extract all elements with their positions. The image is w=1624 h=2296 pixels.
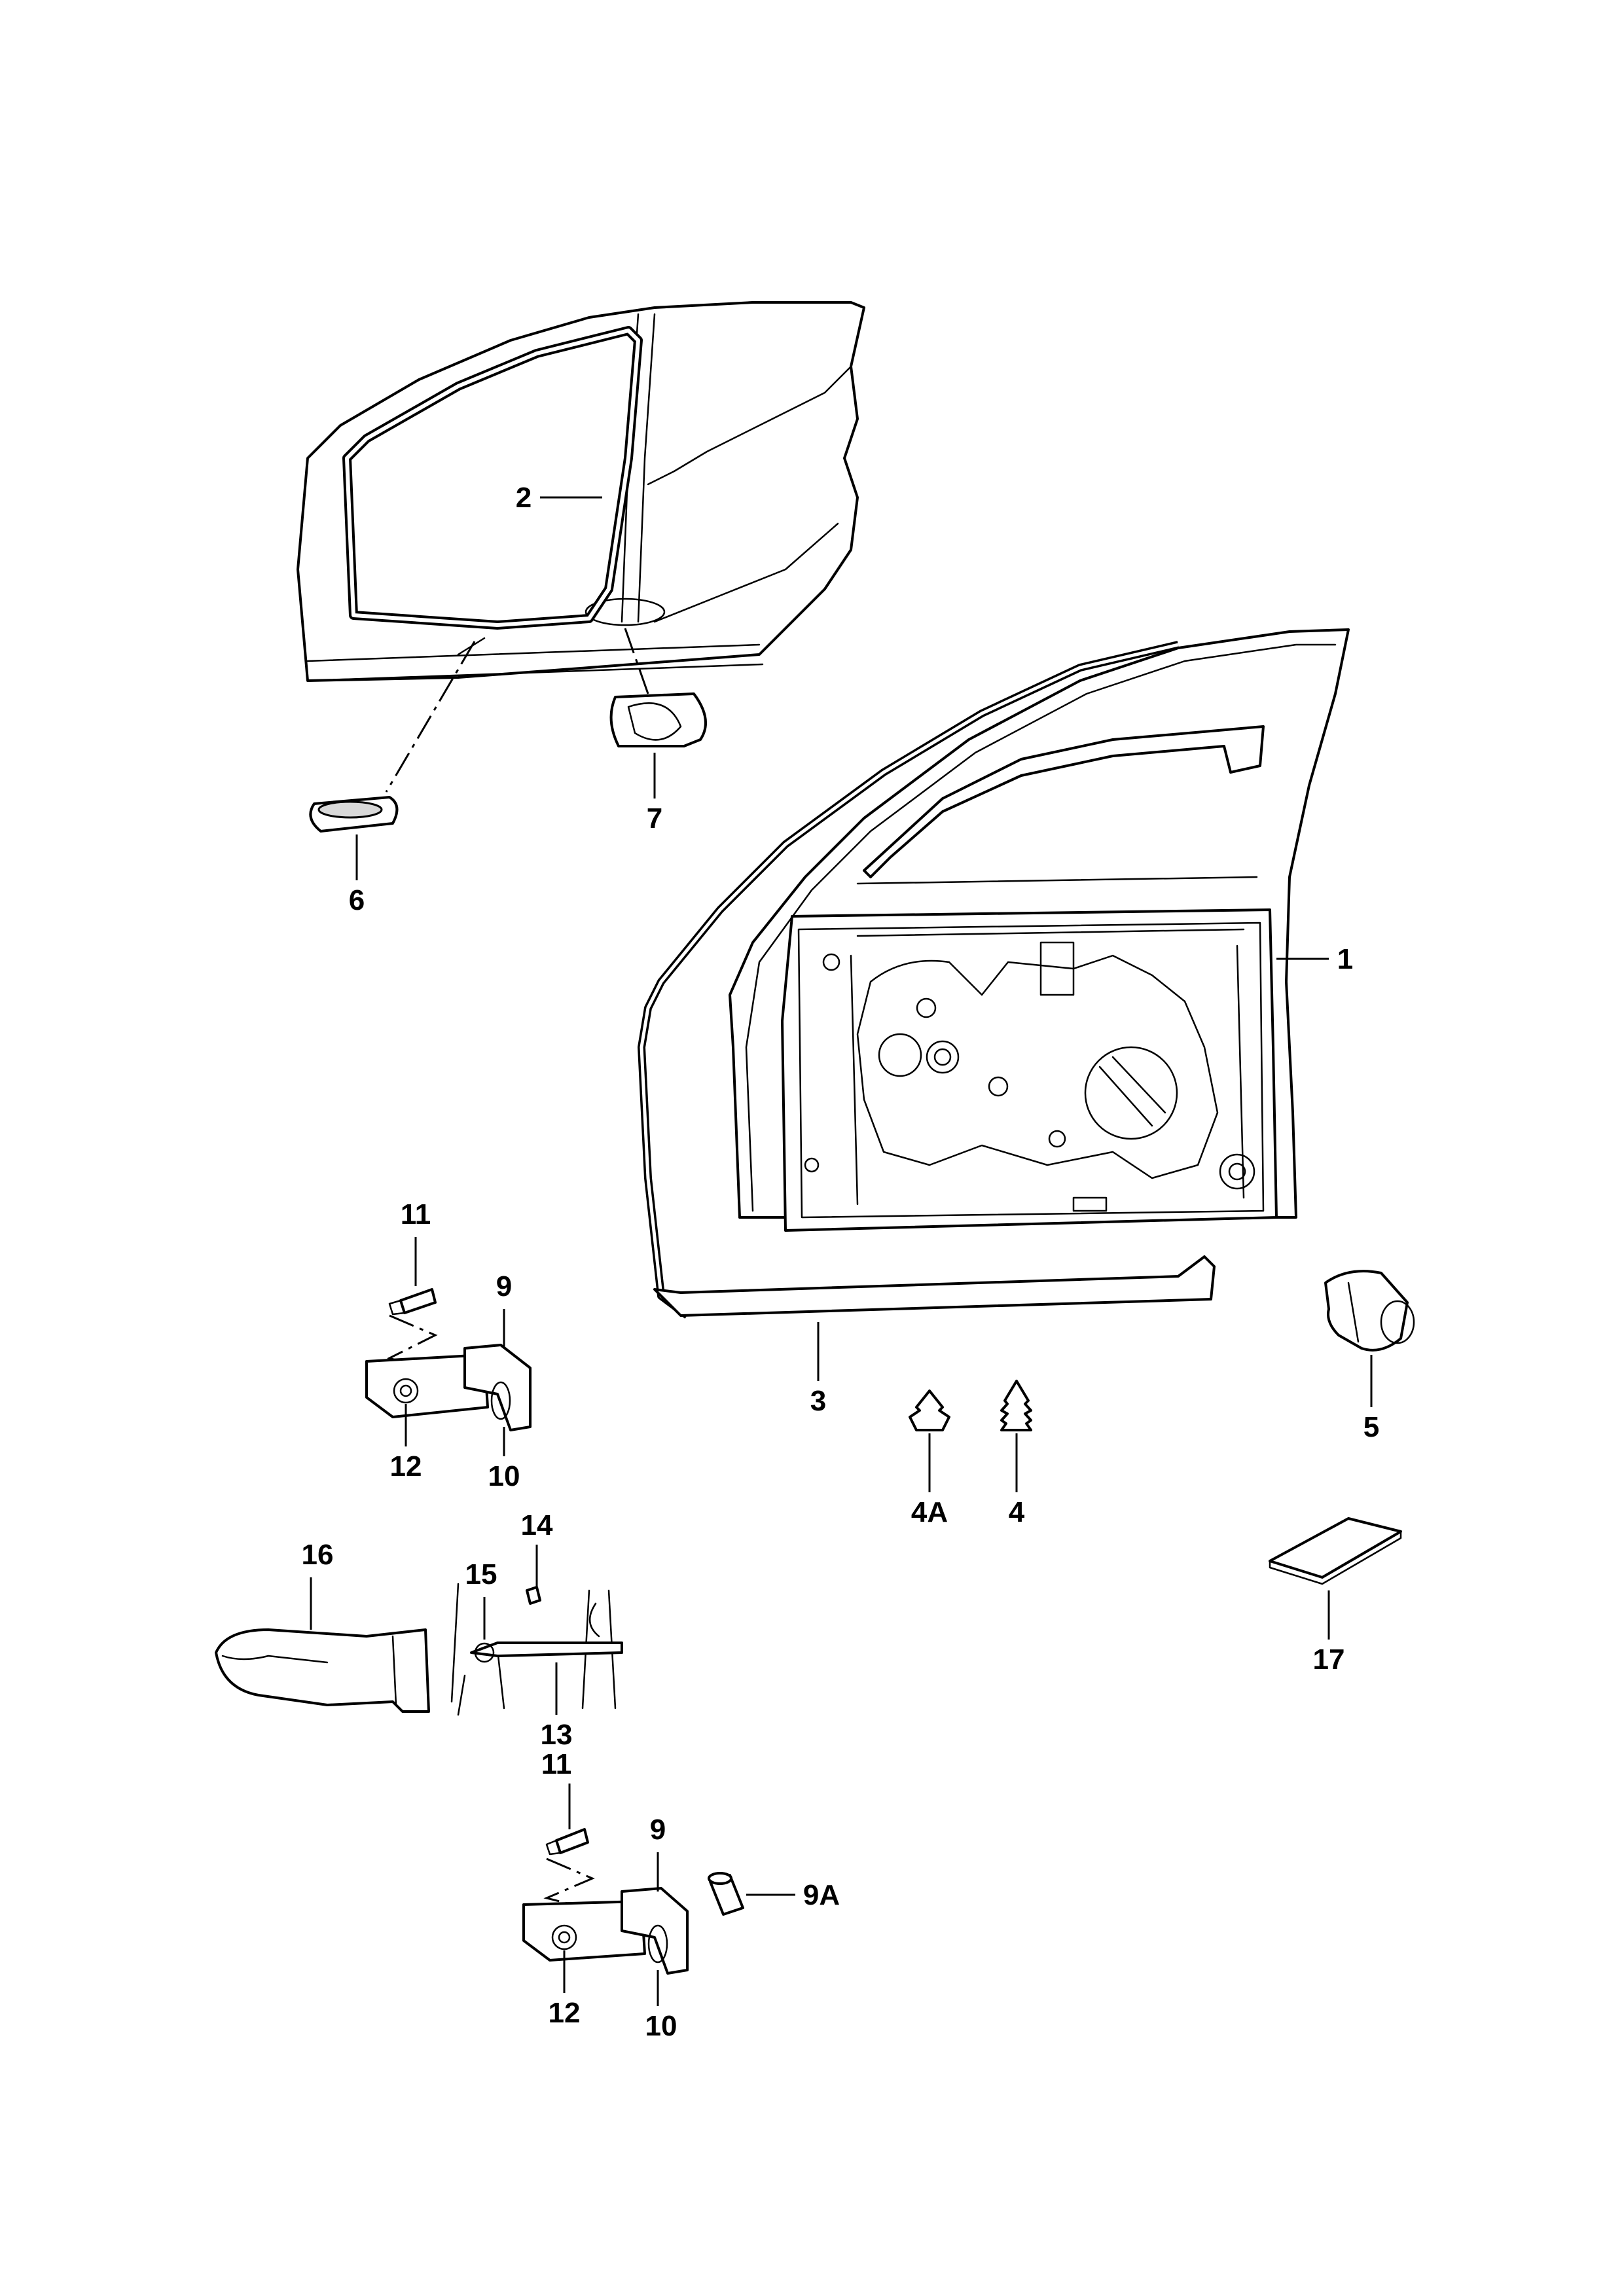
oval-plug-6 [309,796,399,833]
leader-lines [310,496,1373,2006]
callout-2: 2 [516,482,532,514]
callout-9-upper: 9 [496,1270,512,1302]
guide-line-6 [385,641,476,793]
body-side-frame [297,301,865,682]
callout-14: 14 [521,1509,553,1541]
callout-12-lower: 12 [549,1997,581,2029]
door-weatherstrip [638,641,1216,1319]
callout-17: 17 [1313,1643,1345,1676]
callout-10-upper: 10 [488,1460,520,1492]
callout-3: 3 [810,1385,826,1417]
callout-labels: 2 1 3 4A 4 5 6 7 11 9 12 10 16 14 15 13 … [302,482,1380,2042]
front-door-shell [729,628,1350,1232]
callout-5: 5 [1363,1411,1379,1443]
clip-4a [909,1390,950,1431]
callout-11-lower: 11 [541,1748,572,1780]
upper-hinge-assembly [365,1288,532,1431]
grommet-5 [1324,1270,1415,1352]
callout-9a: 9A [803,1879,840,1911]
callout-10-lower: 10 [645,2010,677,2042]
cover-plate-7 [609,692,707,747]
callout-4: 4 [1009,1496,1025,1528]
door-check-assembly [215,1583,623,1716]
callout-9-lower: 9 [650,1814,666,1846]
guide-line-7 [624,628,649,694]
door-frame-seal [342,326,643,630]
callout-12-upper: 12 [390,1450,422,1482]
clip-4 [1000,1380,1032,1431]
callout-4a: 4A [911,1496,948,1528]
bushing-9a [708,1872,744,1916]
callout-7: 7 [647,802,662,834]
callout-13: 13 [541,1719,573,1751]
lower-hinge-assembly [522,1828,689,1975]
callout-6: 6 [349,884,365,916]
callout-1: 1 [1337,943,1353,975]
callout-16: 16 [302,1539,334,1571]
callout-11-upper: 11 [401,1198,431,1230]
adhesive-pad-17 [1269,1517,1402,1585]
callout-15: 15 [465,1558,497,1590]
